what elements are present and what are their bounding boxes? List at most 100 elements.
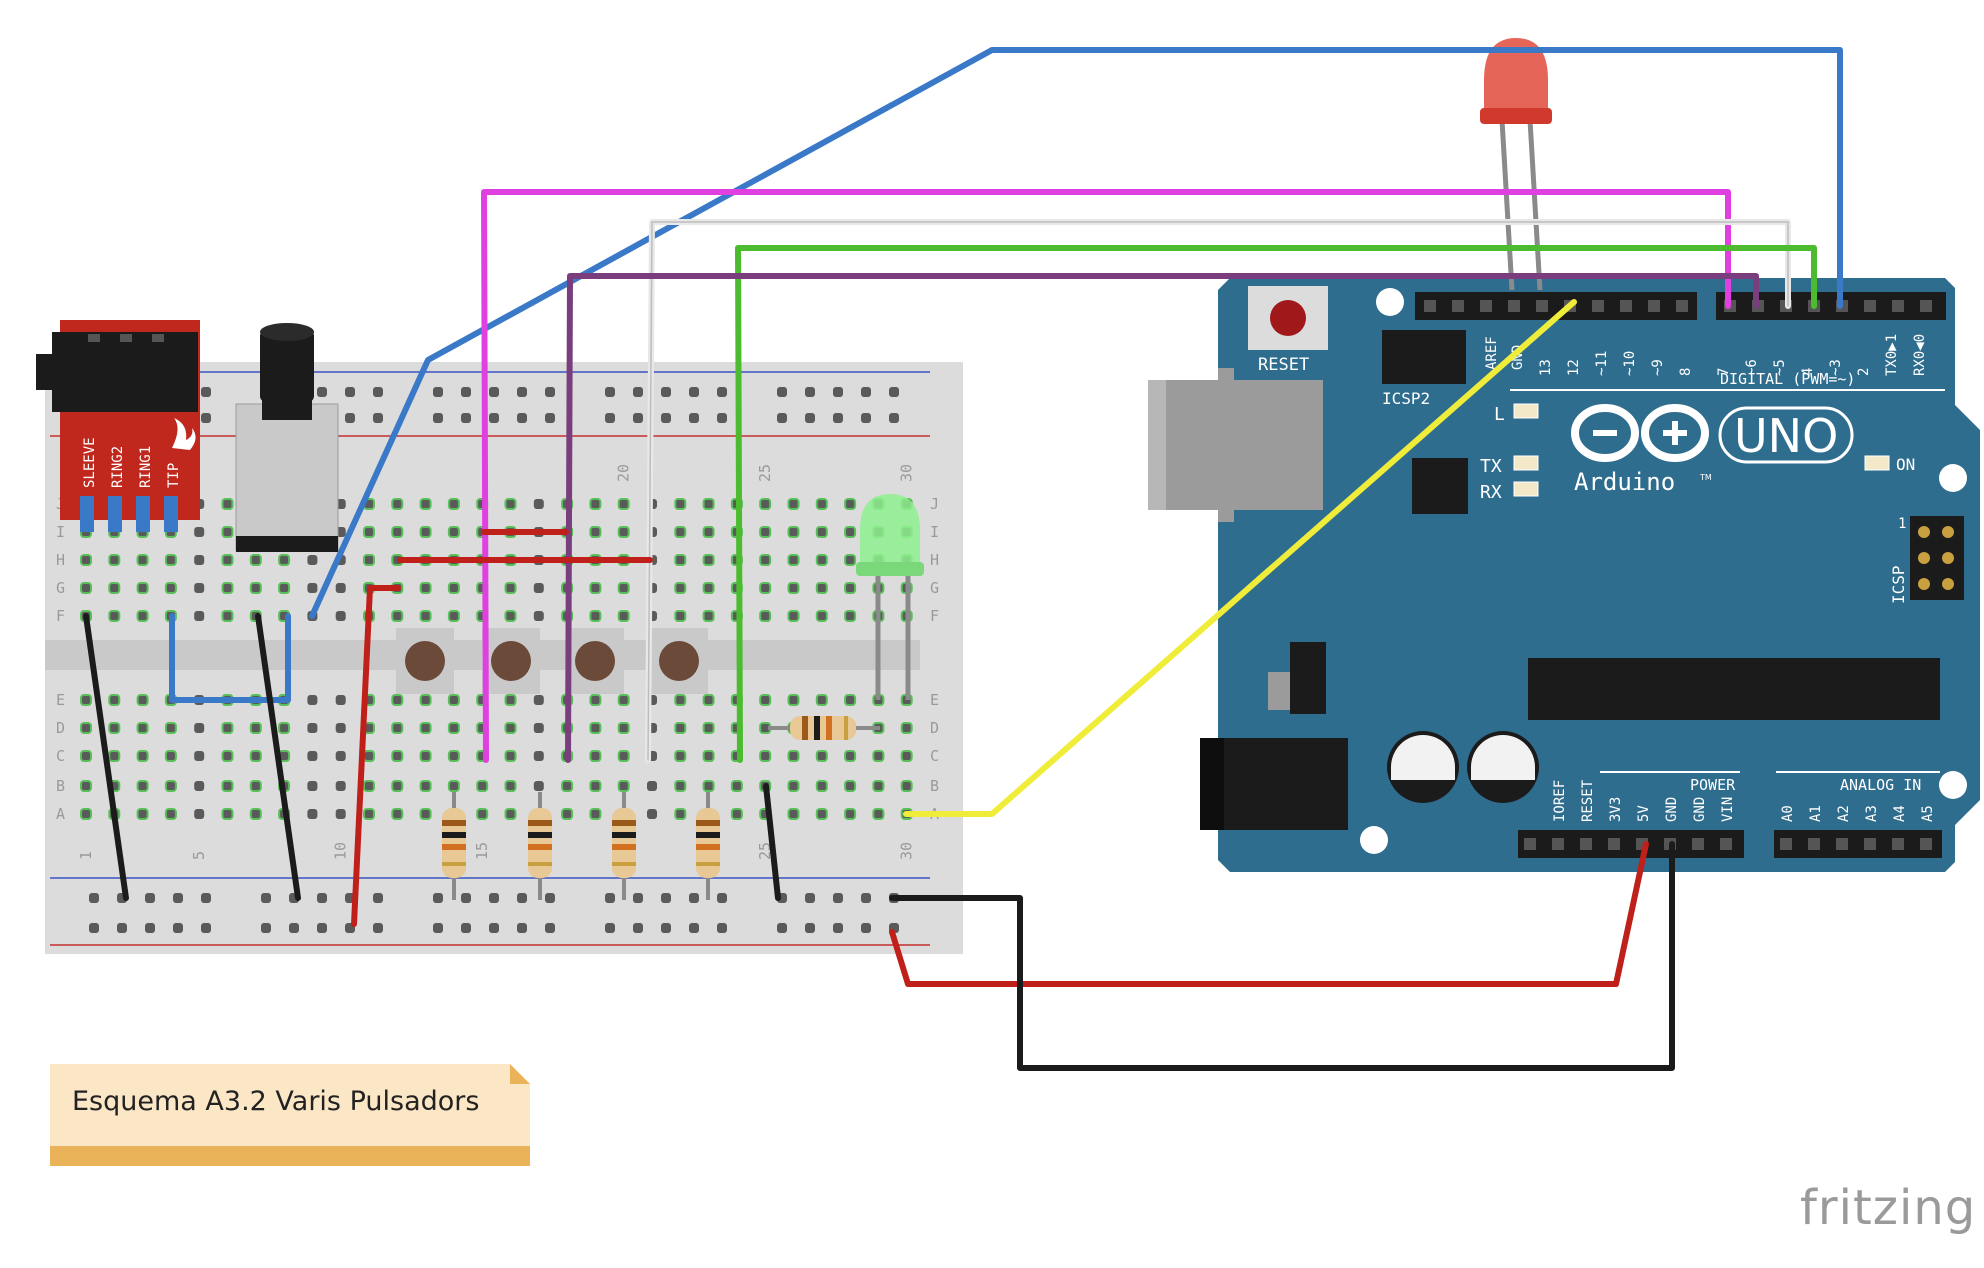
rail-hole[interactable]	[461, 413, 471, 423]
rail-hole[interactable]	[777, 387, 787, 397]
breadboard-hole[interactable]	[787, 526, 800, 538]
rail-hole[interactable]	[373, 413, 383, 423]
header-pin[interactable]	[1808, 838, 1820, 850]
rail-hole[interactable]	[89, 923, 99, 933]
breadboard-hole[interactable]	[533, 723, 544, 733]
breadboard-hole[interactable]	[391, 498, 404, 510]
breadboard-hole[interactable]	[419, 610, 432, 622]
rail-hole[interactable]	[545, 413, 555, 423]
breadboard-hole[interactable]	[108, 610, 121, 622]
breadboard-hole[interactable]	[702, 498, 715, 510]
breadboard-hole[interactable]	[674, 722, 687, 734]
breadboard-hole[interactable]	[249, 582, 262, 594]
breadboard-hole[interactable]	[844, 498, 857, 510]
breadboard-hole[interactable]	[108, 750, 121, 762]
breadboard-hole[interactable]	[419, 582, 432, 594]
breadboard-hole[interactable]	[335, 611, 346, 621]
breadboard-hole[interactable]	[447, 750, 460, 762]
icsp-pin[interactable]	[1942, 552, 1954, 564]
breadboard-hole[interactable]	[815, 694, 828, 706]
rail-hole[interactable]	[517, 893, 527, 903]
breadboard-hole[interactable]	[844, 582, 857, 594]
rail-hole[interactable]	[201, 923, 211, 933]
rail-hole[interactable]	[805, 893, 815, 903]
header-pin[interactable]	[1536, 300, 1548, 312]
breadboard-hole[interactable]	[419, 808, 432, 820]
rail-hole[interactable]	[289, 923, 299, 933]
rail-hole[interactable]	[433, 893, 443, 903]
rail-hole[interactable]	[717, 413, 727, 423]
rail-hole[interactable]	[201, 413, 211, 423]
breadboard-hole[interactable]	[504, 498, 517, 510]
rail-hole[interactable]	[661, 387, 671, 397]
breadboard-hole[interactable]	[533, 781, 544, 791]
breadboard-hole[interactable]	[617, 750, 630, 762]
breadboard-hole[interactable]	[307, 723, 318, 733]
breadboard-hole[interactable]	[363, 780, 375, 792]
icsp-pin[interactable]	[1942, 526, 1954, 538]
breadboard-hole[interactable]	[759, 610, 772, 622]
breadboard-hole[interactable]	[504, 582, 517, 594]
breadboard-hole[interactable]	[702, 750, 715, 762]
breadboard-hole[interactable]	[391, 808, 404, 820]
rail-hole[interactable]	[689, 923, 699, 933]
breadboard-hole[interactable]	[363, 554, 375, 566]
breadboard-hole[interactable]	[759, 554, 772, 566]
rail-hole[interactable]	[517, 413, 527, 423]
breadboard-hole[interactable]	[872, 780, 885, 792]
breadboard-hole[interactable]	[872, 750, 885, 762]
breadboard-hole[interactable]	[533, 499, 544, 509]
header-pin[interactable]	[1676, 300, 1688, 312]
breadboard-hole[interactable]	[136, 582, 149, 594]
breadboard-hole[interactable]	[164, 808, 177, 820]
breadboard-hole[interactable]	[561, 780, 574, 792]
breadboard-hole[interactable]	[533, 751, 544, 761]
breadboard-hole[interactable]	[80, 694, 92, 706]
header-pin[interactable]	[1720, 838, 1732, 850]
breadboard-hole[interactable]	[194, 555, 205, 565]
rail-hole[interactable]	[461, 923, 471, 933]
breadboard-hole[interactable]	[249, 780, 262, 792]
breadboard-hole[interactable]	[617, 694, 630, 706]
rail-hole[interactable]	[317, 387, 327, 397]
breadboard-hole[interactable]	[476, 808, 489, 820]
breadboard-hole[interactable]	[589, 526, 602, 538]
breadboard-hole[interactable]	[80, 554, 92, 566]
rail-hole[interactable]	[261, 923, 271, 933]
breadboard-hole[interactable]	[221, 750, 234, 762]
breadboard-hole[interactable]	[221, 780, 234, 792]
breadboard-hole[interactable]	[787, 780, 800, 792]
breadboard-hole[interactable]	[221, 582, 234, 594]
wire-black-3[interactable]	[763, 783, 781, 901]
breadboard-hole[interactable]	[900, 780, 913, 792]
breadboard-hole[interactable]	[447, 582, 460, 594]
breadboard-hole[interactable]	[589, 722, 602, 734]
wire-black-power[interactable]	[889, 841, 1675, 1071]
breadboard-hole[interactable]	[164, 554, 177, 566]
breadboard-hole[interactable]	[307, 781, 318, 791]
breadboard-hole[interactable]	[589, 780, 602, 792]
rail-hole[interactable]	[517, 387, 527, 397]
rail-hole[interactable]	[633, 923, 643, 933]
breadboard-hole[interactable]	[278, 554, 291, 566]
rail-hole[interactable]	[145, 893, 155, 903]
breadboard-hole[interactable]	[759, 526, 772, 538]
breadboard-hole[interactable]	[391, 750, 404, 762]
breadboard-hole[interactable]	[363, 750, 375, 762]
breadboard-hole[interactable]	[194, 809, 205, 819]
breadboard-hole[interactable]	[647, 781, 657, 791]
breadboard-hole[interactable]	[589, 808, 602, 820]
breadboard-hole[interactable]	[674, 750, 687, 762]
header-pin[interactable]	[1864, 838, 1876, 850]
rail-hole[interactable]	[889, 387, 899, 397]
breadboard-hole[interactable]	[335, 781, 346, 791]
wire-blue-short[interactable]	[169, 613, 291, 703]
breadboard-hole[interactable]	[80, 722, 92, 734]
breadboard-hole[interactable]	[815, 498, 828, 510]
header-pin[interactable]	[1524, 838, 1536, 850]
breadboard-hole[interactable]	[815, 750, 828, 762]
breadboard-hole[interactable]	[844, 750, 857, 762]
breadboard-hole[interactable]	[164, 780, 177, 792]
header-pin[interactable]	[1692, 838, 1704, 850]
rail-hole[interactable]	[861, 387, 871, 397]
